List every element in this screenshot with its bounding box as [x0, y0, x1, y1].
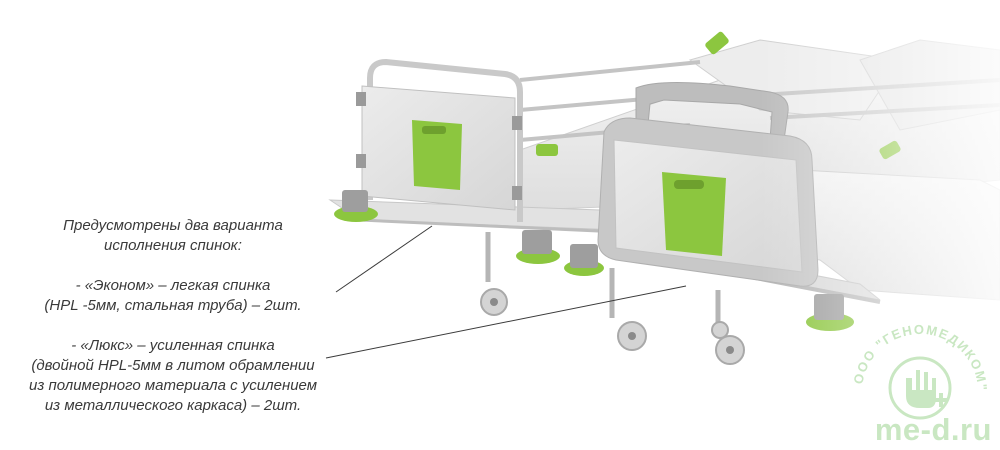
econom-spec: (HPL -5мм, стальная труба) – 2шт.: [44, 297, 302, 314]
headboard-econom: [334, 58, 523, 222]
lux-spec-2: из полимерного материала с усилением: [28, 377, 317, 394]
hand-icon: [906, 370, 936, 408]
backrest-options-caption: Предусмотрены два варианта исполнения сп…: [8, 216, 338, 416]
lux-title: - «Люкс» – усиленная спинка: [71, 337, 275, 354]
econom-title: - «Эконом» – легкая спинка: [75, 277, 271, 294]
watermark: ООО "ГЕНОМЕДИКОМ" me-d.ru: [840, 300, 1000, 450]
seal-ring: [888, 356, 952, 420]
lux-spec-3: из металлического каркаса) – 2шт.: [44, 397, 302, 414]
watermark-domain: me-d.ru: [874, 412, 992, 447]
logo-seal: ООО "ГЕНОМЕДИКОМ": [850, 322, 989, 420]
lux-spec-1: (двойной HPL-5мм в литом обрамлении: [31, 357, 315, 374]
callout-line-econom: [335, 225, 433, 293]
caption-line-1: Предусмотрены два варианта: [63, 217, 283, 234]
caption-line-2: исполнения спинок:: [104, 237, 242, 254]
callout-line-lux: [325, 285, 687, 359]
